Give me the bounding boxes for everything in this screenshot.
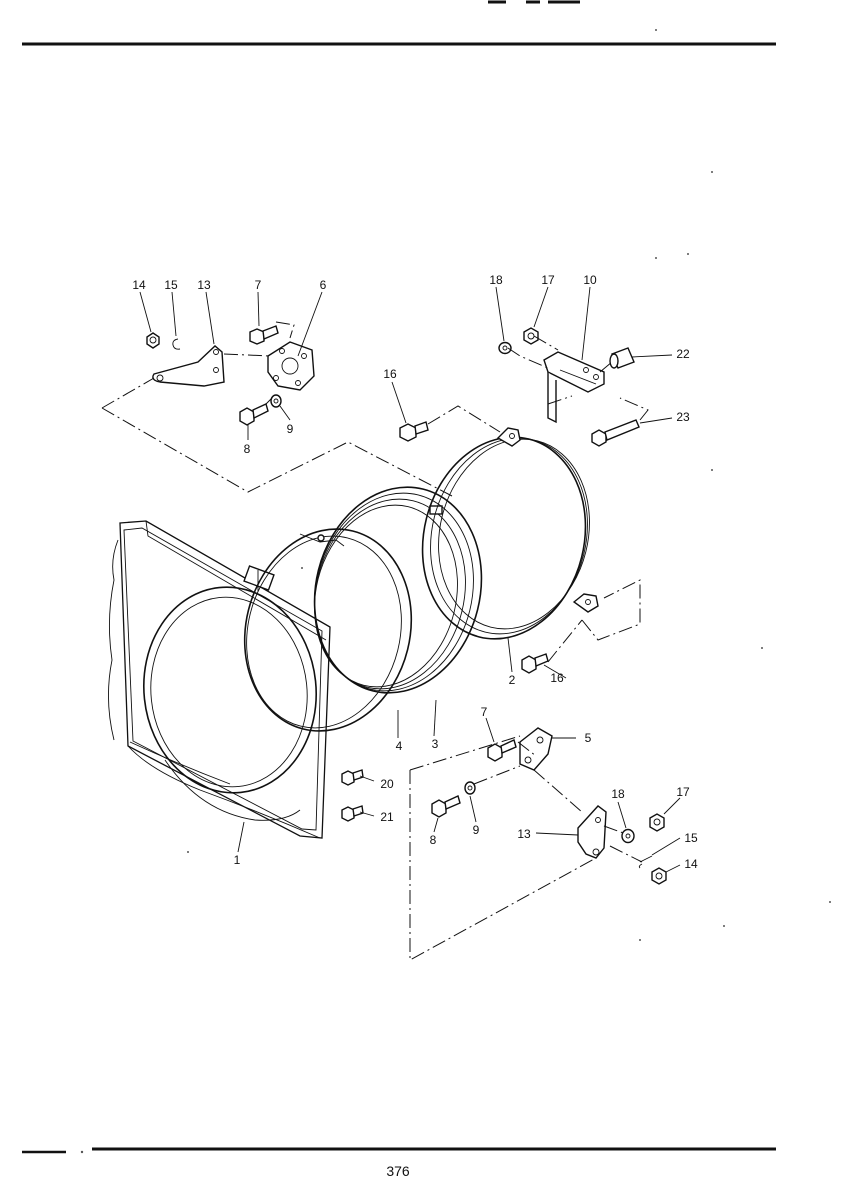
sleeve-22	[609, 347, 635, 369]
bolt-16-right	[521, 653, 549, 674]
nut-14-top	[146, 332, 160, 349]
bracket-13-top	[152, 345, 225, 387]
ring-4-part	[243, 528, 413, 732]
top-right-bracket-group	[399, 327, 649, 447]
callout-6: 6	[320, 278, 327, 292]
callout-labels: 14 15 13 7 6 8 9 18 17 10 22 23 16 16 2 …	[132, 273, 698, 871]
bottom-right-bracket-group	[341, 579, 667, 961]
callout-16-top: 16	[383, 367, 397, 381]
callout-15-bottom: 15	[684, 831, 698, 845]
callout-22: 22	[676, 347, 690, 361]
bolt-7-top	[249, 325, 279, 345]
top-left-bracket-group	[101, 321, 453, 497]
callout-8-top: 8	[244, 442, 251, 456]
callout-5: 5	[585, 731, 592, 745]
callout-18-bottom: 18	[611, 787, 625, 801]
leader-lines	[139, 286, 681, 873]
nut-17-bottom	[649, 813, 665, 832]
callout-21: 21	[380, 810, 394, 824]
callout-17-bottom: 17	[676, 785, 690, 799]
clip-15-top	[172, 338, 181, 350]
bracket-5	[519, 727, 553, 771]
callout-14-bottom: 14	[684, 857, 698, 871]
washer-9-bottom	[464, 781, 476, 795]
callout-13-bottom: 13	[517, 827, 531, 841]
page-number: 376	[386, 1163, 410, 1179]
callout-15-top: 15	[164, 278, 178, 292]
bolt-20	[341, 769, 364, 786]
callout-9-top: 9	[287, 422, 294, 436]
bracket-13-bottom	[577, 805, 607, 859]
callout-8-bottom: 8	[430, 833, 437, 847]
callout-20: 20	[380, 777, 394, 791]
callout-13-top: 13	[197, 278, 211, 292]
callout-10: 10	[583, 273, 597, 287]
callout-9-bottom: 9	[473, 823, 480, 837]
ring-2-part	[421, 427, 599, 640]
clip-15-bottom	[638, 855, 653, 869]
callout-7-top: 7	[255, 278, 262, 292]
scan-specks	[80, 29, 831, 1154]
callout-1: 1	[234, 853, 241, 867]
bolt-16-top	[399, 421, 429, 442]
nut-14-bottom	[651, 867, 667, 885]
callout-7-bottom: 7	[481, 705, 488, 719]
washer-18-bottom	[621, 828, 635, 844]
bolt-8-bottom	[431, 795, 461, 818]
callout-18-top: 18	[489, 273, 503, 287]
bolt-8-top	[239, 403, 269, 426]
callout-17-top: 17	[541, 273, 555, 287]
bolt-21	[341, 805, 364, 822]
washer-18-top	[498, 341, 512, 355]
plate-6	[267, 341, 315, 391]
callout-4: 4	[396, 739, 403, 753]
callout-2: 2	[509, 673, 516, 687]
callout-23: 23	[676, 410, 690, 424]
bolt-23	[591, 419, 640, 447]
nut-17-top	[523, 327, 539, 345]
washer-9-top	[270, 394, 282, 408]
callout-16-right: 16	[550, 671, 564, 685]
callout-3: 3	[432, 737, 439, 751]
bolt-7-bottom	[487, 739, 517, 762]
fan-shroud-part	[108, 520, 331, 839]
bracket-10	[543, 351, 605, 424]
callout-14-top: 14	[132, 278, 146, 292]
